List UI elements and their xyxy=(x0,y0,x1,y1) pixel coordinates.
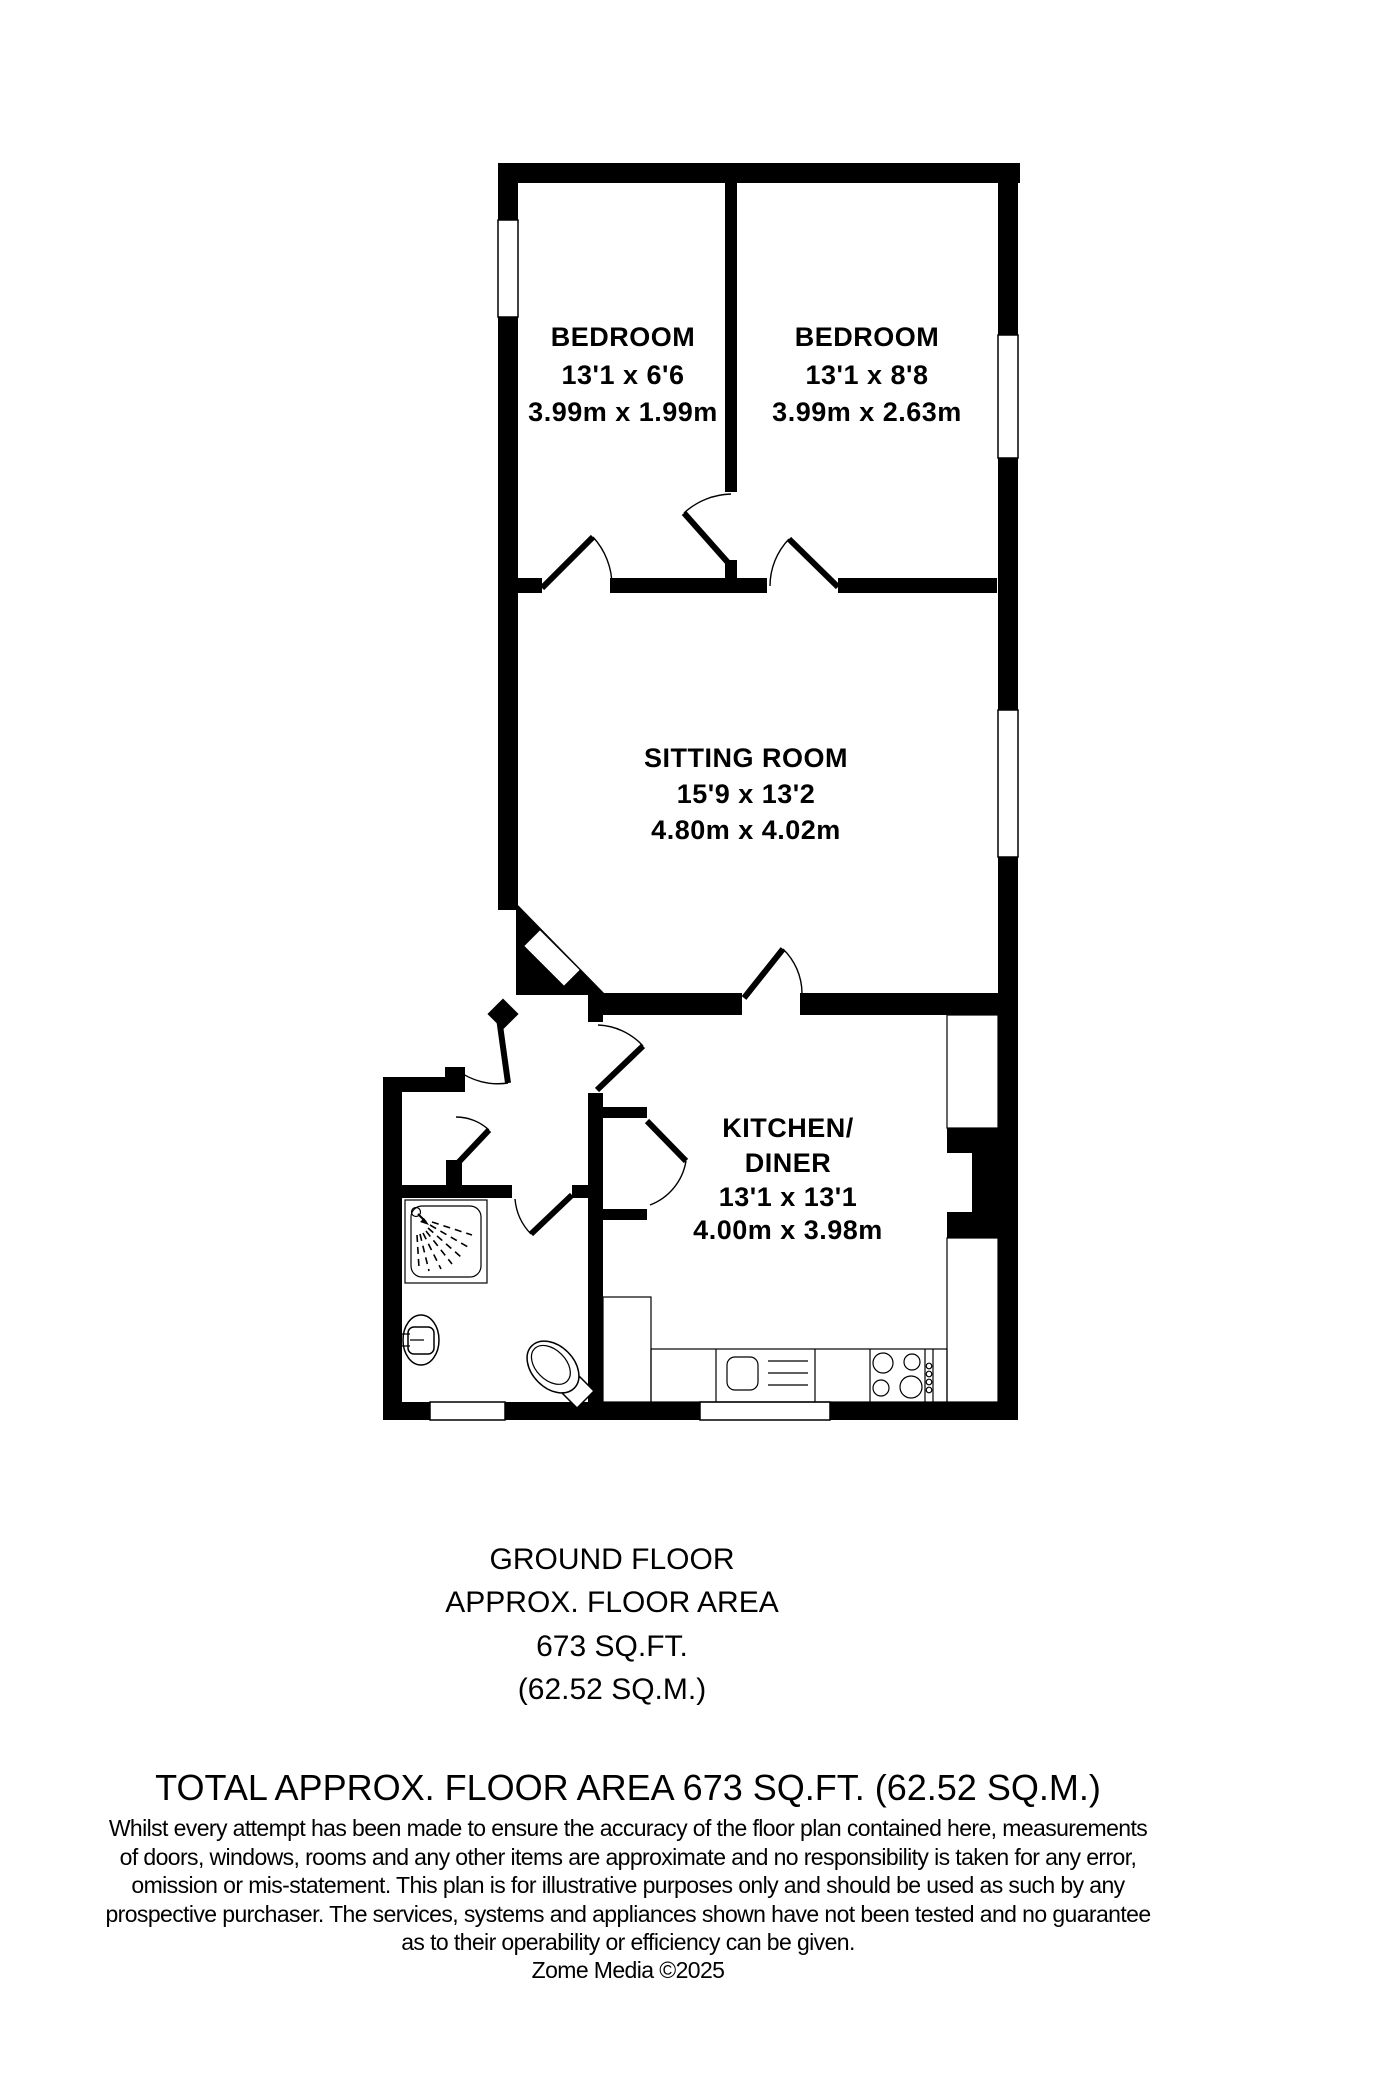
wall-bed-sitting-stub xyxy=(725,560,737,593)
door-bedroom2 xyxy=(769,536,841,590)
kitchen-unit xyxy=(602,1296,652,1403)
toilet xyxy=(402,1314,440,1366)
floor-summary: GROUND FLOOR APPROX. FLOOR AREA 673 SQ.F… xyxy=(445,1543,778,1706)
disclaimer-line-4: prospective purchaser. The services, sys… xyxy=(105,1901,1150,1927)
window-kitchen-south xyxy=(699,1401,831,1421)
bedroom2-label: BEDROOM xyxy=(795,322,940,352)
front-door-hinge-stub xyxy=(487,998,519,1030)
bedroom1-label: BEDROOM xyxy=(551,322,696,352)
door-larder xyxy=(644,1118,689,1206)
kitchen-imperial: 13'1 x 13'1 xyxy=(719,1182,857,1212)
wall-chamfer-corner xyxy=(516,903,606,995)
kitchen-label-line1: KITCHEN/ xyxy=(722,1113,854,1143)
front-door-post xyxy=(445,1067,465,1092)
kitchen-sink xyxy=(715,1349,816,1402)
bedroom1-imperial: 13'1 x 6'6 xyxy=(562,360,685,390)
bedroom2-imperial: 13'1 x 8'8 xyxy=(806,360,929,390)
disclaimer-line-3: omission or mis-statement. This plan is … xyxy=(131,1872,1125,1898)
window-bedroom2-east xyxy=(997,334,1019,459)
kitchen-counter-east-lower xyxy=(946,1237,999,1403)
chimney-recess xyxy=(947,1153,972,1212)
door-front-entrance xyxy=(456,1017,511,1085)
wall-kitchen-west-b xyxy=(588,1093,603,1402)
wall-kitchen-west-a xyxy=(588,993,603,1022)
sitting-room-label: SITTING ROOM xyxy=(644,743,848,773)
door-sitting-room xyxy=(741,947,803,1000)
disclaimer-line-5: as to their operability or efficiency ca… xyxy=(401,1929,855,1955)
door-cupboard xyxy=(453,1116,492,1168)
wall-sitting-kitchen-a xyxy=(598,993,742,1015)
wall-bathroom-top-a xyxy=(402,1185,512,1198)
sitting-room-metric: 4.80m x 4.02m xyxy=(651,815,841,845)
wall-sitting-kitchen-b xyxy=(800,993,1018,1015)
wall-bedroom-divider xyxy=(725,183,737,492)
door-bedroom1 xyxy=(539,534,613,591)
kitchen-label-line2: DINER xyxy=(745,1148,832,1178)
interior-walls xyxy=(402,183,1018,1402)
disclaimer-line-2: of doors, windows, rooms and any other i… xyxy=(120,1844,1137,1870)
doors xyxy=(453,493,841,1237)
window-sitting-east xyxy=(997,709,1019,858)
disclaimer: Whilst every attempt has been made to en… xyxy=(105,1815,1151,1955)
room-labels: BEDROOM 13'1 x 6'6 3.99m x 1.99m BEDROOM… xyxy=(528,322,962,1245)
kitchen-metric: 4.00m x 3.98m xyxy=(693,1215,883,1245)
disclaimer-line-1: Whilst every attempt has been made to en… xyxy=(109,1815,1147,1841)
wash-basin xyxy=(526,1340,596,1410)
summary-area-imperial: 673 SQ.FT. xyxy=(536,1630,688,1663)
exterior-walls xyxy=(383,163,1020,1420)
summary-floor: GROUND FLOOR xyxy=(489,1543,734,1576)
credit-line: Zome Media ©2025 xyxy=(532,1957,725,1983)
larder-arm-top xyxy=(603,1107,647,1118)
bathroom-fixtures xyxy=(402,1199,596,1410)
total-area-line: TOTAL APPROX. FLOOR AREA 673 SQ.FT. (62.… xyxy=(155,1767,1101,1808)
wall-bed-sitting-a xyxy=(518,578,542,593)
bedroom1-metric: 3.99m x 1.99m xyxy=(528,397,718,427)
bedroom2-metric: 3.99m x 2.63m xyxy=(772,397,962,427)
kitchen-fixtures xyxy=(602,1014,999,1403)
window-chamfer xyxy=(524,930,580,986)
shower xyxy=(404,1199,488,1284)
wall-bed-sitting-b xyxy=(610,578,725,593)
shower-head-icon xyxy=(410,1206,473,1272)
wall-bed-sitting-c xyxy=(737,578,767,593)
wall-bed-sitting-d xyxy=(838,578,997,593)
sitting-room-imperial: 15'9 x 13'2 xyxy=(677,779,815,809)
window-bathroom-south xyxy=(429,1401,506,1421)
wall-bathroom-top-b xyxy=(572,1185,588,1198)
door-between-bedrooms xyxy=(681,493,734,568)
wall-west-upper xyxy=(498,183,518,910)
larder-arm-bottom xyxy=(603,1209,647,1220)
hob xyxy=(869,1349,934,1402)
window-bedroom1-west xyxy=(497,219,519,318)
door-bathroom xyxy=(514,1192,575,1237)
wall-top xyxy=(498,163,1020,183)
door-kitchen xyxy=(594,1024,646,1093)
summary-area-metric: (62.52 SQ.M.) xyxy=(518,1673,706,1706)
summary-area-label: APPROX. FLOOR AREA xyxy=(445,1586,778,1619)
windows xyxy=(429,219,1019,1421)
kitchen-counter-east-upper xyxy=(946,1014,999,1129)
wall-west-lower xyxy=(383,1077,402,1420)
